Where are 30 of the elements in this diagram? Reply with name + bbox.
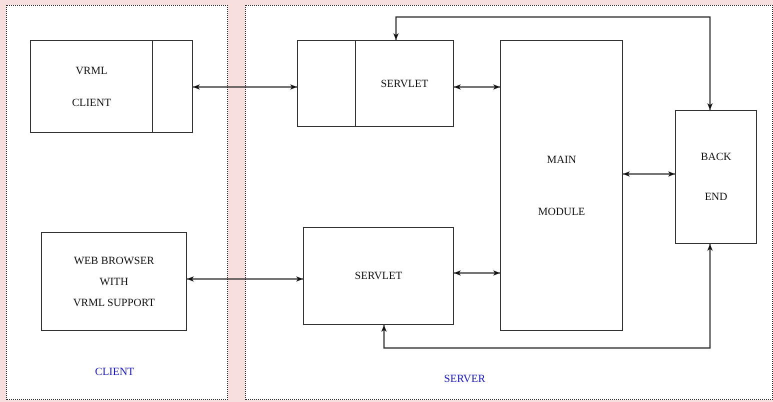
component-label: MODULE xyxy=(538,206,586,218)
connector-arrow xyxy=(454,270,500,276)
component-label: BACK xyxy=(700,151,732,163)
component-label: SERVLET xyxy=(380,78,428,90)
region-label: SERVER xyxy=(444,373,486,385)
connector-arrow xyxy=(193,84,297,90)
connector-arrow xyxy=(454,84,500,90)
component-box xyxy=(30,40,153,133)
connector-arrow xyxy=(187,276,303,282)
region-panel xyxy=(245,5,773,400)
component-label: MAIN xyxy=(546,154,576,166)
component-box xyxy=(500,40,623,331)
region-label: CLIENT xyxy=(95,366,134,378)
region-panel xyxy=(6,5,228,400)
component-label: VRML SUPPORT xyxy=(73,296,155,308)
component-label: WITH xyxy=(100,276,128,288)
component-box xyxy=(355,40,454,127)
component-box xyxy=(303,227,454,325)
connector-arrow xyxy=(381,244,713,349)
connector-arrow xyxy=(623,171,675,177)
empty-box xyxy=(297,40,356,127)
connector-arrow xyxy=(393,16,713,110)
component-box xyxy=(675,110,757,244)
component-label: SERVLET xyxy=(354,270,402,282)
empty-box xyxy=(152,40,193,133)
component-box xyxy=(41,232,187,331)
component-label: VRML xyxy=(76,64,108,76)
component-label: WEB BROWSER xyxy=(74,254,154,266)
component-label: END xyxy=(704,191,728,203)
component-label: CLIENT xyxy=(72,96,112,108)
